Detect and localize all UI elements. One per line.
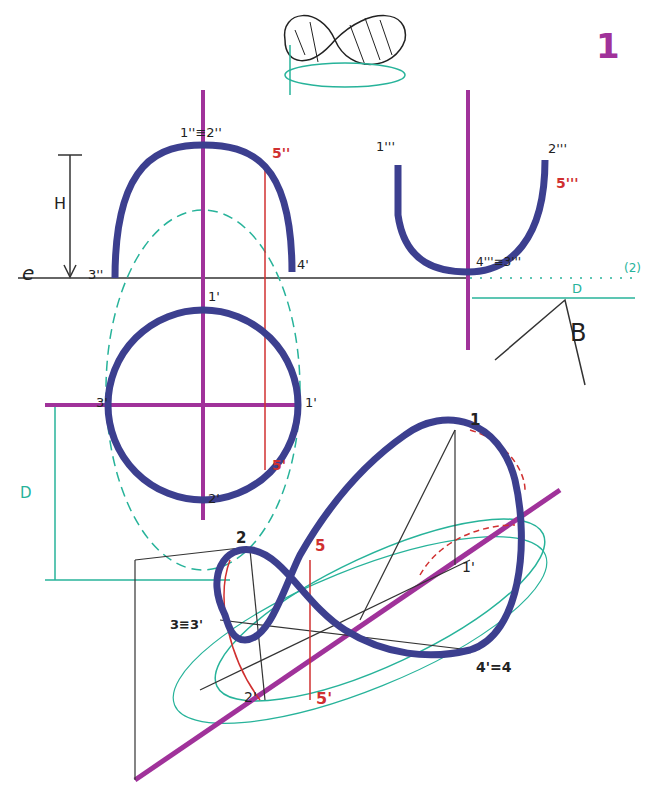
point-label: 4'=4	[476, 660, 512, 675]
height-dimension	[58, 155, 82, 277]
sketch	[285, 16, 406, 95]
point-label: 3'	[96, 396, 108, 410]
top-view-circle	[108, 310, 298, 500]
point-label: 1'	[462, 560, 475, 575]
point-label: 2	[236, 530, 246, 547]
point-label: 3≡3'	[170, 618, 203, 632]
point-label: 5'	[272, 458, 286, 473]
point-label: 3''	[88, 268, 103, 282]
dimension-label: D	[572, 282, 582, 296]
point-label: 1'''	[376, 140, 395, 154]
point-label: 1'	[305, 396, 317, 410]
symmetry-axis	[201, 90, 205, 520]
axis-dotted	[470, 277, 640, 279]
point-label: 5'''	[556, 176, 579, 191]
axis-label: e	[22, 262, 34, 284]
point-label: 1	[470, 412, 480, 429]
page-number: 1	[596, 28, 620, 65]
point-label: 2'''	[548, 142, 567, 156]
point-label: 2'	[244, 690, 257, 705]
point-label: 2'	[208, 492, 220, 506]
point-label: 4'	[297, 258, 309, 272]
dimension-label: D	[20, 485, 32, 502]
axis-line	[18, 277, 470, 279]
dimension-line	[472, 297, 635, 299]
point-label: 4'''≡3'''	[476, 256, 521, 269]
symmetry-axis	[466, 90, 470, 350]
point-label: 1'	[208, 290, 220, 304]
point-label: 5'	[316, 690, 332, 708]
point-label: 5''	[272, 146, 290, 161]
projection-line	[264, 168, 266, 470]
profile-curve	[398, 160, 545, 272]
axis-label: (2)	[624, 262, 641, 275]
point-label: 5	[315, 538, 325, 555]
angle-label: B	[570, 320, 586, 346]
front-view-curve	[115, 145, 292, 278]
dimension-label: H	[54, 195, 66, 213]
axonometric-view	[135, 420, 568, 780]
point-label: 1''≡2''	[180, 126, 222, 140]
symmetry-axis	[45, 403, 300, 407]
